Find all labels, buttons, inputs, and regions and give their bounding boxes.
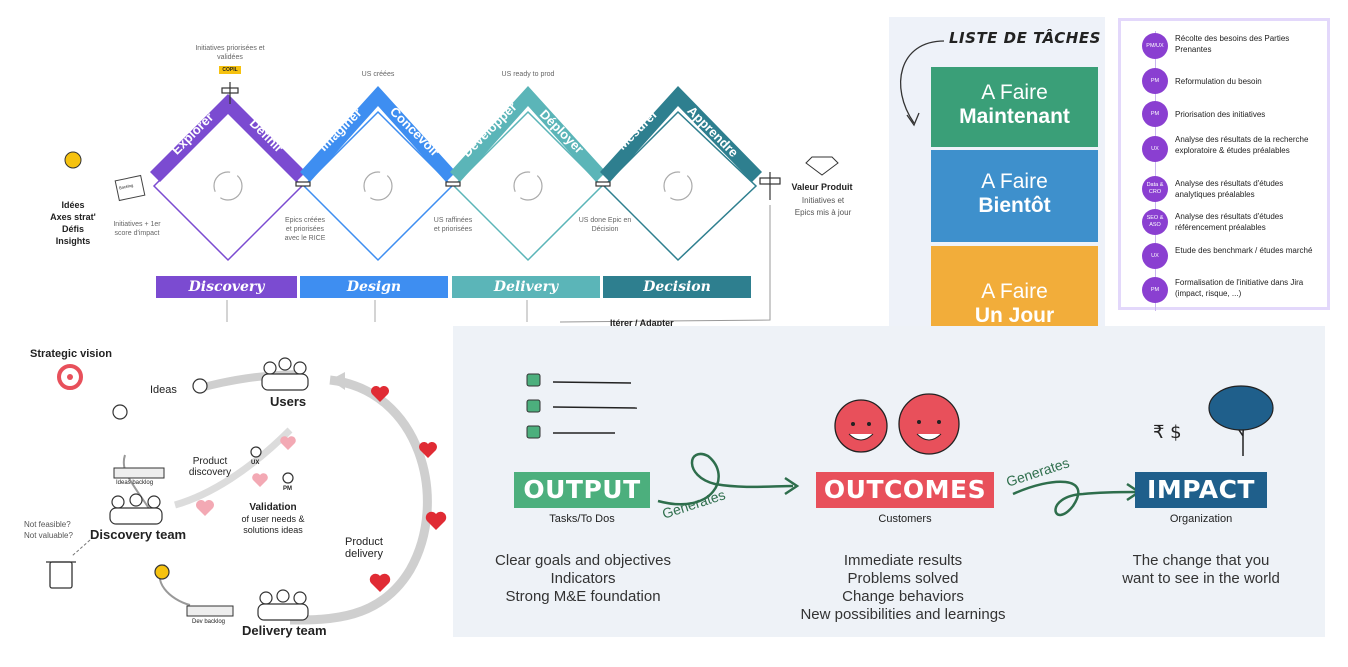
initiatives-note: Initiatives + 1er score d'impact bbox=[113, 221, 161, 237]
signpost-icon bbox=[295, 181, 311, 187]
cycle-icon bbox=[663, 171, 693, 201]
checkbox-icon bbox=[526, 373, 541, 387]
dev-backlog-icon bbox=[186, 605, 234, 617]
loop-svg bbox=[46, 357, 447, 625]
ooi-svg: ₹ $ bbox=[526, 373, 1274, 517]
ooi-panel: ₹ $ OUTPUT Tasks/To Dos Clear goals and … bbox=[453, 326, 1325, 637]
cycle-icon bbox=[513, 171, 543, 201]
heart-icon bbox=[252, 473, 268, 487]
discovery-team-icon bbox=[111, 495, 125, 509]
chevron-design bbox=[300, 86, 456, 182]
diamonds-svg bbox=[64, 82, 839, 323]
pm-avatar-icon bbox=[282, 472, 294, 484]
diamond-delivery bbox=[452, 110, 604, 262]
ideas-backlog-label: Ideas backlog bbox=[116, 480, 154, 486]
phase-design: Design bbox=[300, 276, 448, 298]
outcomes-sub: Customers bbox=[878, 513, 932, 525]
validation-sub: of user needs & solutions ideas bbox=[241, 514, 305, 535]
checkbox-icon bbox=[526, 399, 541, 413]
backlog-icon bbox=[114, 174, 146, 202]
signpost-icon bbox=[595, 181, 611, 187]
delivery-team-label: Delivery team bbox=[242, 623, 327, 638]
lightbulb-icon bbox=[192, 378, 208, 394]
diamond-discovery bbox=[152, 110, 304, 262]
discovery-team-label: Discovery team bbox=[90, 527, 187, 542]
heart-icon bbox=[419, 442, 438, 458]
impact-sub: Organization bbox=[1169, 513, 1233, 525]
impact-desc: The change that you want to see in the w… bbox=[1122, 552, 1280, 587]
heart-icon bbox=[280, 436, 296, 450]
chevron-delivery bbox=[450, 86, 606, 182]
phase-discovery: Discovery bbox=[156, 276, 297, 298]
output-sub: Tasks/To Dos bbox=[549, 513, 615, 525]
not-feasible-label: Not feasible? bbox=[24, 520, 71, 529]
outcomes-desc: Immediate results Problems solved Change… bbox=[800, 552, 1006, 623]
users-label: Users bbox=[270, 394, 307, 409]
us-raffinees-note: US raffinées et priorisées bbox=[433, 217, 473, 233]
heart-icon bbox=[196, 500, 215, 516]
customer-face-icon bbox=[898, 393, 960, 455]
task-list-title: Liste de tâches bbox=[949, 29, 1101, 47]
pm-tag: PM bbox=[283, 486, 292, 492]
process-diagram: Initiatives priorisées et validées COPIL… bbox=[0, 0, 890, 330]
phase-decision: Decision bbox=[603, 276, 751, 298]
strategic-vision-label: Strategic vision bbox=[30, 348, 112, 360]
loop-diagram: Strategic vision Ideas Users Ideas backl… bbox=[0, 330, 460, 667]
ux-tag: UX bbox=[251, 460, 260, 466]
heart-icon bbox=[369, 573, 391, 592]
heart-icon bbox=[371, 386, 389, 402]
customer-face-icon bbox=[834, 399, 888, 453]
lightbulb-icon bbox=[154, 564, 170, 580]
us-ready-note: US ready to prod bbox=[501, 71, 555, 78]
validation-title: Validation bbox=[249, 502, 297, 513]
checkbox-icon bbox=[526, 425, 541, 439]
not-valuable-label: Not valuable? bbox=[24, 531, 73, 540]
dev-backlog-label: Dev backlog bbox=[192, 619, 226, 625]
curved-arrow-icon bbox=[900, 40, 945, 127]
trash-icon bbox=[49, 561, 73, 589]
diamond-design bbox=[302, 110, 454, 262]
product-delivery-label: Product delivery bbox=[345, 536, 383, 560]
delivery-team-icon bbox=[259, 591, 273, 605]
outcomes-badge: OUTCOMES bbox=[816, 472, 994, 508]
iterer-label: Itérer / Adapter bbox=[610, 318, 674, 328]
chevron-decision bbox=[600, 86, 762, 182]
us-done-note: US done Epic en Décision bbox=[578, 217, 632, 233]
diamond-decision bbox=[602, 110, 758, 262]
valeur-title: Valeur Produit bbox=[791, 182, 853, 192]
epics-note: Epics créées et priorisées avec le RICE bbox=[284, 217, 326, 242]
phase-delivery: Delivery bbox=[452, 276, 600, 298]
cycle-icon bbox=[213, 171, 243, 201]
diamond-gem-icon bbox=[805, 156, 839, 176]
signpost-icon bbox=[445, 181, 461, 187]
idees-list: Idées Axes strat' Défis Insights bbox=[50, 200, 96, 246]
cycle-icon bbox=[363, 171, 393, 201]
chevron-discovery bbox=[150, 94, 306, 182]
ideas-backlog-icon bbox=[113, 467, 165, 479]
users-group-icon bbox=[263, 361, 277, 375]
heart-icon bbox=[425, 511, 447, 530]
currency-icon: ₹ $ bbox=[1153, 422, 1182, 443]
copil-note: Initiatives priorisées et validées bbox=[195, 45, 265, 61]
us-creees-note: US créées bbox=[361, 71, 395, 78]
iterate-connector bbox=[559, 205, 771, 323]
ideas-label: Ideas bbox=[150, 384, 177, 396]
output-desc: Clear goals and objectives Indicators St… bbox=[495, 552, 671, 605]
ux-avatar-icon bbox=[250, 446, 262, 458]
product-discovery-label: Product discovery bbox=[188, 456, 232, 478]
output-badge: OUTPUT bbox=[514, 472, 650, 508]
lightbulb-icon bbox=[112, 404, 128, 420]
impact-badge: IMPACT bbox=[1135, 472, 1267, 508]
copil-tag: COPIL bbox=[219, 66, 241, 74]
lightbulb-icon bbox=[64, 151, 82, 169]
valeur-sub: Initiatives et Epics mis à jour bbox=[794, 196, 852, 217]
